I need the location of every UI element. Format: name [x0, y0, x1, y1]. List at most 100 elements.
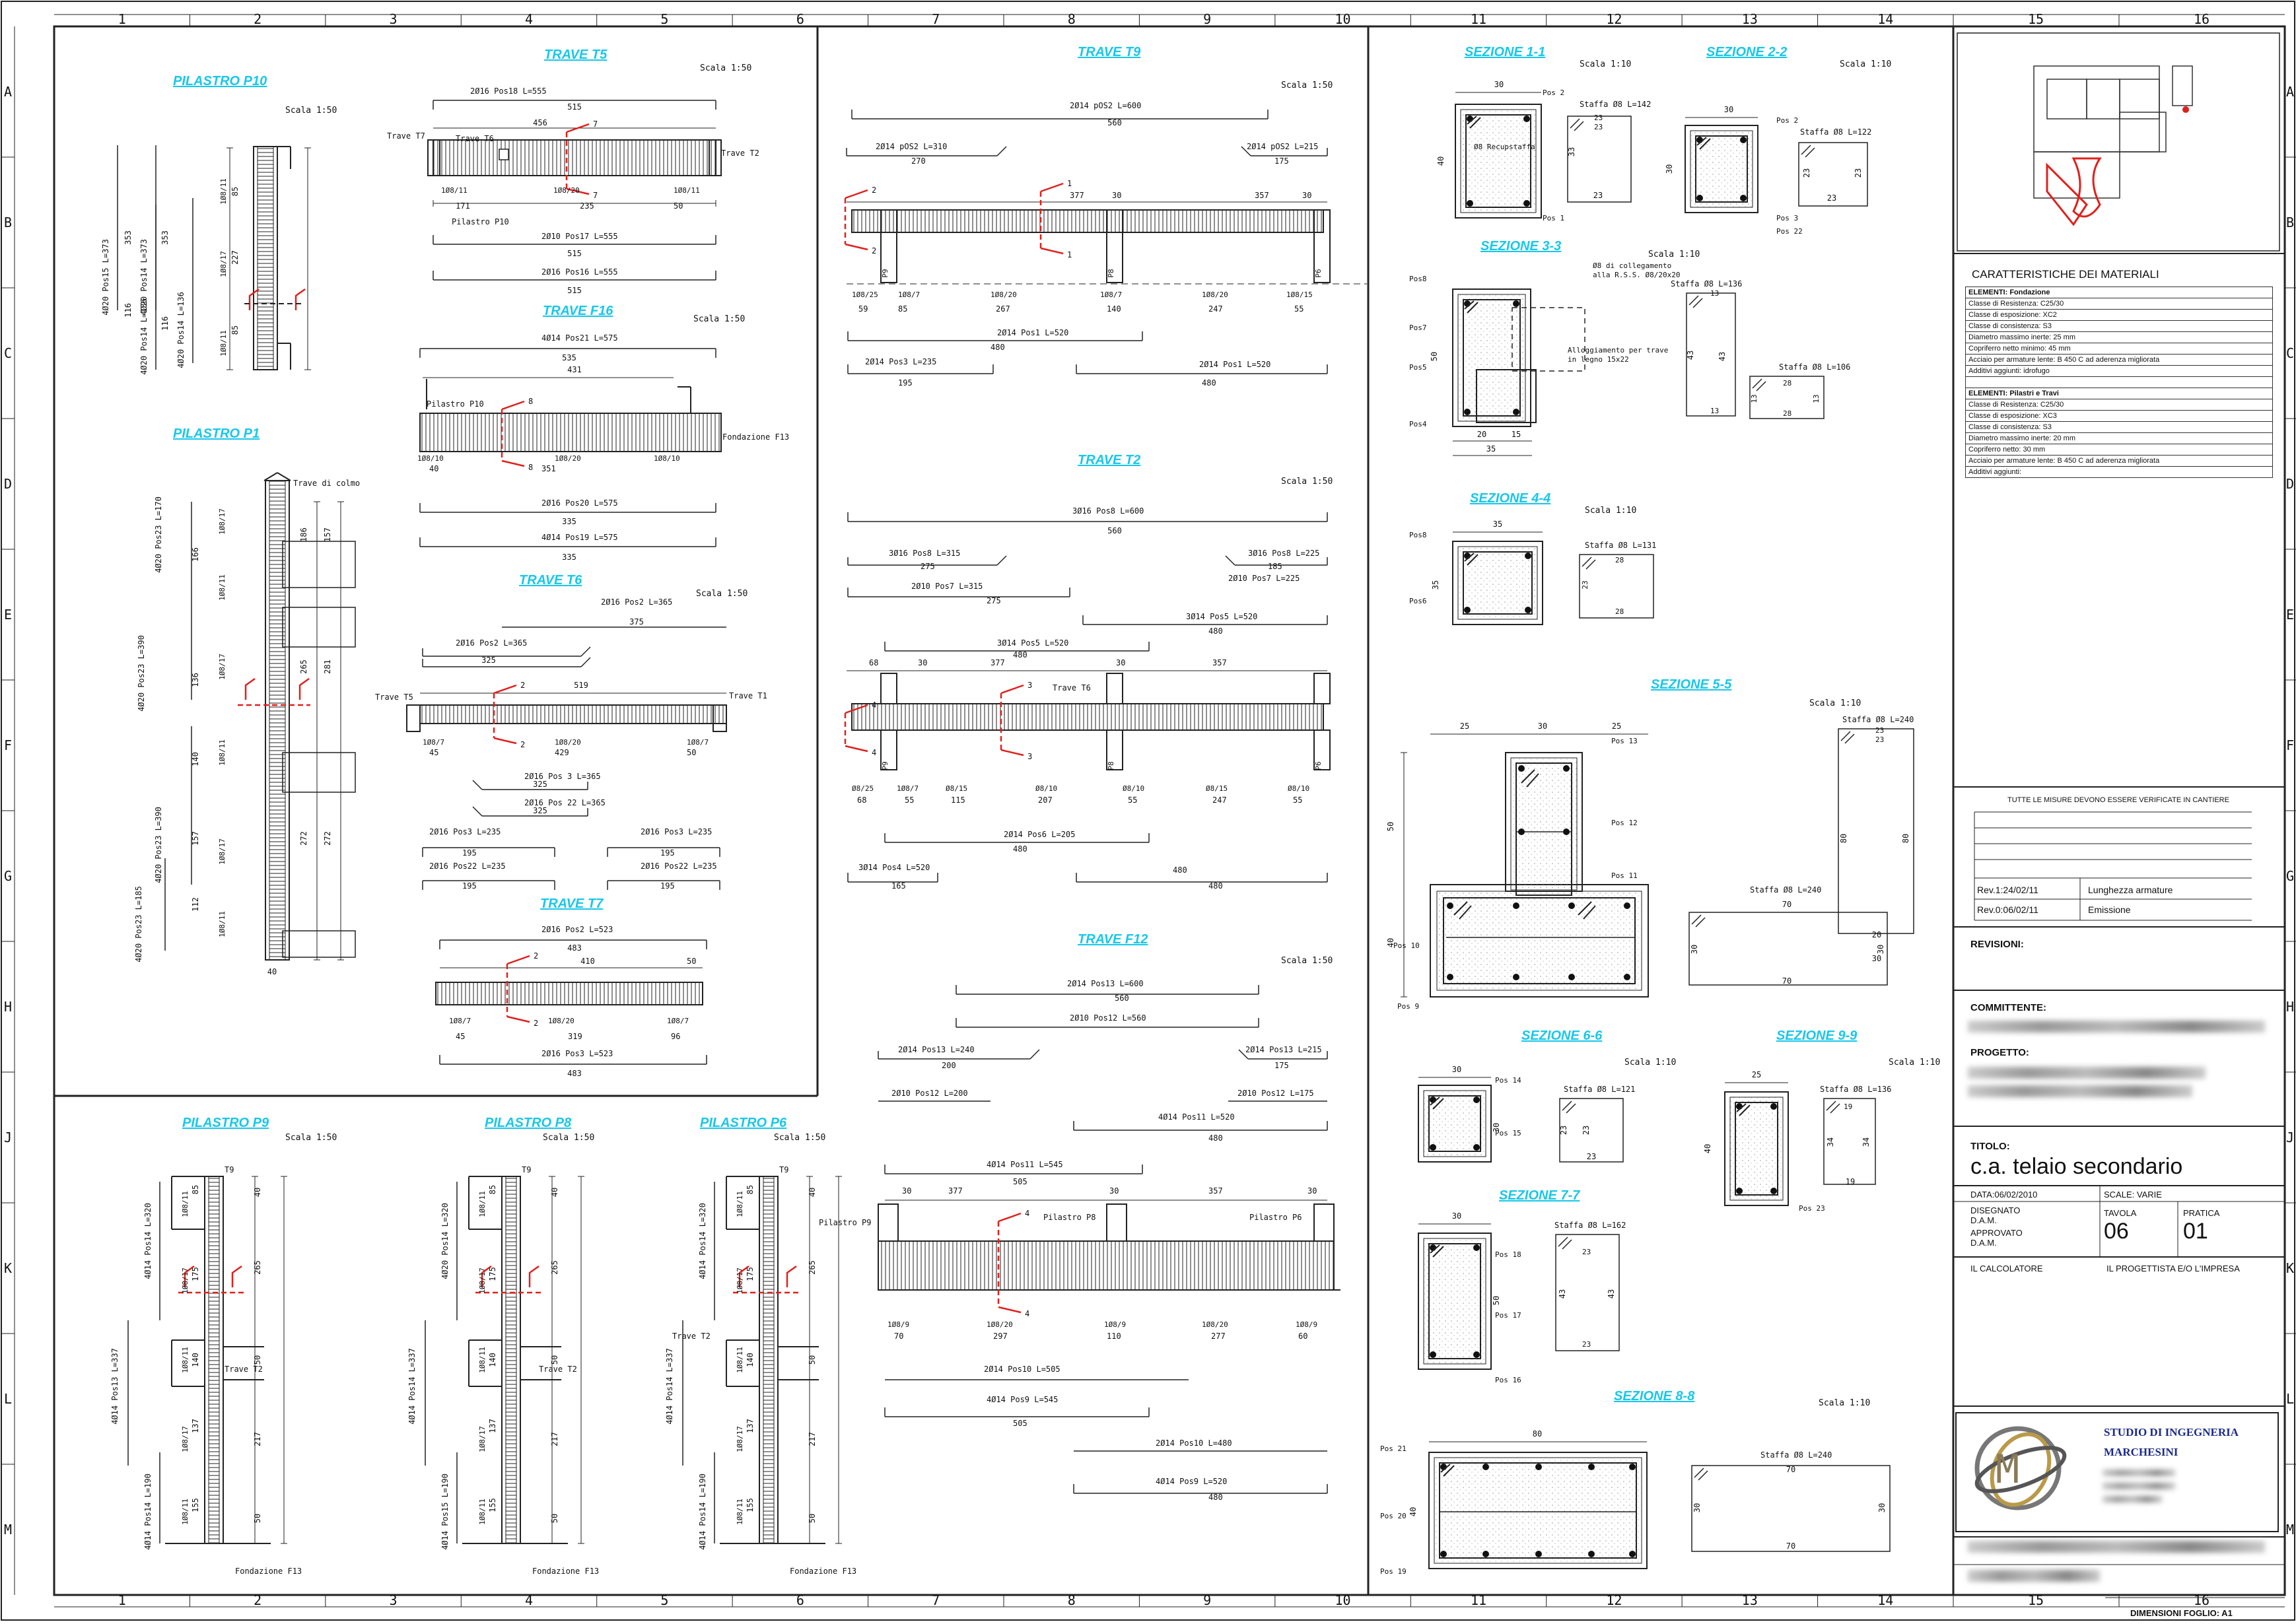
column-p8-stub: [1106, 209, 1123, 283]
key-plan-room: [2046, 79, 2087, 119]
column-p9-stub: [880, 729, 897, 770]
title-pilastro-p1: PILASTRO P1: [173, 426, 260, 441]
cut-p1-b: [298, 677, 310, 700]
beam-t6-section: [499, 149, 509, 160]
redacted-studio-2: [2103, 1483, 2175, 1489]
col-label-7: 7: [932, 1592, 940, 1608]
dim: 40: [429, 464, 438, 473]
dim: 207: [1038, 795, 1053, 805]
label: Staffa Ø8 L=106: [1779, 362, 1850, 372]
dim: 30: [1109, 1186, 1119, 1196]
row-label-E: E: [4, 607, 12, 623]
label: 1Ø8/7: [898, 290, 920, 299]
bar-label: 4Ø14 Pos11 L=520: [1158, 1112, 1235, 1122]
stirrup-hook: [1464, 553, 1475, 562]
line: [263, 472, 278, 481]
col-label-13: 13: [1742, 11, 1758, 27]
cut-pilastro_p8-b: [528, 1265, 539, 1287]
col-label-7: 7: [932, 11, 940, 27]
bar-label: 2Ø16 Pos20 L=575: [541, 498, 618, 508]
stirrup-label: 1Ø8/11: [736, 1347, 744, 1373]
section-cut-arrow: [845, 745, 868, 753]
col-label-4: 4: [525, 11, 533, 27]
dim: 40: [1436, 156, 1445, 166]
label: 1Ø8/20: [1202, 290, 1228, 299]
label: Trave T1: [729, 691, 767, 700]
revision-1-desc: Lunghezza armature: [2088, 885, 2173, 895]
label: Ø8/25: [852, 784, 874, 793]
row-label-F: F: [4, 737, 12, 753]
rebar-bend: [580, 646, 591, 657]
stirrup-label: 1Ø8/11: [478, 1499, 487, 1525]
rebar-dot: [1588, 1464, 1595, 1470]
rebar-dot: [1482, 1551, 1489, 1557]
stirrup-hook: [1443, 1465, 1455, 1477]
stirrup-label: 1Ø8/11: [478, 1347, 487, 1373]
dim: 195: [462, 881, 477, 891]
row-label-G: G: [4, 868, 12, 884]
label: Staffa Ø8 L=240: [1750, 885, 1821, 895]
col-label-8: 8: [1068, 1592, 1076, 1608]
dim: 25: [1752, 1070, 1761, 1079]
label: Pos 15: [1495, 1129, 1521, 1137]
inner-stirrup: [1476, 369, 1537, 423]
materials-row: Classe di Resistenza: C25/30: [1965, 298, 2273, 310]
stirrup-label: 1Ø8/17: [478, 1268, 487, 1294]
section-1-1: [1455, 104, 1542, 219]
materials-row: Copriferro netto: 30 mm: [1965, 444, 2273, 456]
title-trave-t9: TRAVE T9: [1078, 45, 1141, 59]
dim: 50: [1430, 352, 1439, 361]
redacted-studio-1: [2103, 1470, 2175, 1476]
bar-label: 2Ø14 pOS2 L=600: [1070, 101, 1141, 110]
row-label-L: L: [4, 1391, 12, 1407]
dim: 13: [1710, 289, 1719, 298]
stirrup-hook: [1696, 137, 1707, 146]
col-label-5: 5: [660, 11, 668, 27]
scale-sezione-5: Scala 1:10: [1809, 698, 1861, 708]
key-plan-marker: [2182, 106, 2189, 113]
dim: 19: [1844, 1102, 1852, 1111]
rebar-dot: [1696, 195, 1703, 201]
dim: 80: [1839, 834, 1848, 843]
dim: 40: [550, 1188, 559, 1197]
beam-stub: [282, 607, 356, 648]
label: Staffa Ø8 L=122: [1800, 127, 1871, 137]
beam-t6-end: [406, 704, 421, 732]
rebar-label-p10: 4Ø20 Pos14 L=136: [176, 292, 186, 368]
dim: 480: [1013, 650, 1027, 660]
dim: 137: [746, 1419, 755, 1433]
dim: 23: [1802, 168, 1811, 178]
label: 1Ø8/7: [667, 1017, 689, 1025]
dim: 40: [808, 1188, 817, 1197]
materials-row: Additivi aggiunti: idrofugo: [1965, 365, 2273, 377]
dim: 50: [1386, 822, 1395, 831]
dim: 431: [567, 365, 582, 374]
dim: 23: [1854, 168, 1863, 178]
bar-label: 3Ø14 Pos4 L=520: [858, 863, 930, 872]
dim: 519: [574, 681, 588, 690]
bar-label: 2Ø10 Pos7 L=315: [911, 582, 983, 591]
stirrup-hook: [1570, 118, 1580, 129]
dim: 80: [1901, 834, 1910, 843]
dim: 275: [987, 596, 1001, 605]
title-block-plan-frame: [1957, 32, 2280, 252]
label: Fondazione F13: [790, 1567, 856, 1576]
dim: 35: [1431, 580, 1440, 590]
col-label-15: 15: [2028, 11, 2044, 27]
calcolatore-label: IL CALCOLATORE: [1970, 1264, 2043, 1273]
key-plan-room: [2086, 79, 2120, 119]
stirrup-hook: [1562, 1100, 1572, 1111]
label: Trave T2: [539, 1365, 577, 1374]
label: 1Ø8/20: [555, 738, 581, 747]
rebar-label: 4Ø14 Pos14 L=337: [665, 1348, 674, 1425]
bar-label: 2Ø16 Pos 3 L=365: [524, 772, 601, 781]
dim: 277: [1211, 1332, 1226, 1341]
dim: 70: [1786, 1465, 1795, 1474]
col-label-2: 2: [254, 11, 261, 27]
bar-label: 2Ø10 Pos12 L=560: [1070, 1013, 1146, 1023]
label: Pos 12: [1611, 819, 1638, 827]
dim: 33: [1567, 147, 1576, 156]
rebar-dot: [1535, 1551, 1542, 1557]
dim: 85: [230, 187, 240, 196]
dim: 325: [481, 656, 496, 665]
